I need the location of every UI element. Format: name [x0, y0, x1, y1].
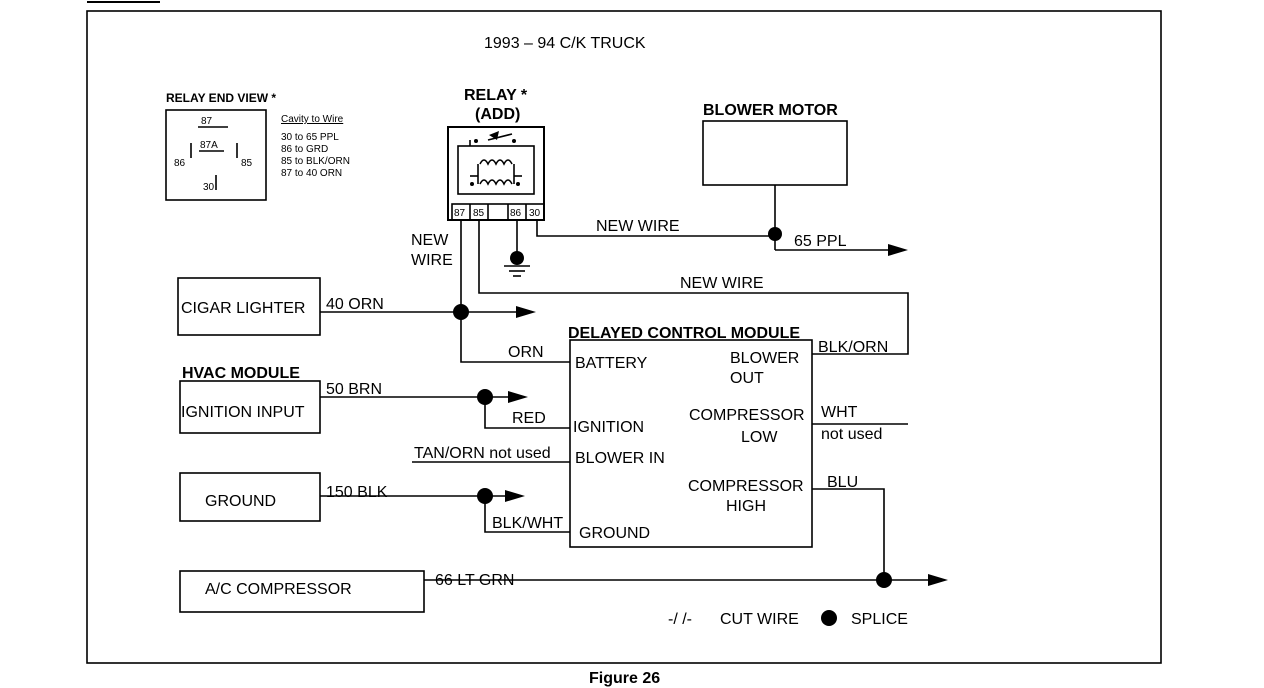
ppl-65-arrow	[888, 244, 908, 256]
ground-box	[179, 472, 321, 522]
cavity-legend-line-1: 30 to 65 PPL	[281, 132, 339, 143]
relay-terminal-strip	[451, 203, 545, 221]
ground-box-label: GROUND	[205, 493, 276, 510]
not-used-label: not used	[821, 426, 882, 443]
grn-66-label: 66 LT GRN	[435, 572, 514, 589]
dcm-blower-in-label: BLOWER IN	[575, 450, 665, 467]
relay-end-view-box	[165, 109, 267, 201]
dcm-blower-out-label-1: BLOWER	[730, 350, 799, 367]
cut-wire-label: CUT WIRE	[720, 611, 799, 628]
new-wire-85-to-blower-out	[478, 220, 909, 355]
pin-85-label: 85	[241, 158, 253, 169]
new-wire-top-label: NEW WIRE	[596, 218, 680, 235]
orn-40-label: 40 ORN	[326, 296, 384, 313]
pin-87a-label: 87A	[200, 140, 218, 151]
dcm-comp-high-label-2: HIGH	[726, 498, 766, 515]
dcm-comp-low-label-1: COMPRESSOR	[689, 407, 805, 424]
new-wire-30-to-blower	[536, 220, 775, 237]
pin-87-label: 87	[201, 116, 213, 127]
diagram-title: 1993 – 94 C/K TRUCK	[484, 35, 646, 52]
wht-label: WHT	[821, 404, 858, 421]
ac-compressor-box	[179, 570, 425, 613]
relay-heading: RELAY *	[464, 87, 528, 104]
relay-terminal-87: 87	[454, 208, 466, 219]
dcm-ground-label: GROUND	[579, 525, 650, 542]
blu-wire	[812, 488, 885, 580]
orn-40-splice	[453, 304, 469, 320]
cavity-legend-line-2: 86 to GRD	[281, 144, 328, 155]
blk-wht-label: BLK/WHT	[492, 515, 563, 532]
blk-150-arrow	[505, 490, 525, 502]
figure-caption: Figure 26	[589, 670, 660, 687]
ground-symbol	[504, 265, 530, 277]
blk-orn-label: BLK/ORN	[818, 339, 888, 356]
dcm-comp-high-label-1: COMPRESSOR	[688, 478, 804, 495]
hvac-module-heading: HVAC MODULE	[182, 365, 300, 382]
blower-splice	[768, 227, 782, 241]
relay-terminal-85: 85	[473, 208, 485, 219]
red-label: RED	[512, 410, 546, 427]
blower-motor-box	[702, 120, 848, 186]
relay-schematic	[457, 131, 535, 195]
relay-ground-splice	[510, 251, 524, 265]
cigar-lighter-label: CIGAR LIGHTER	[181, 300, 305, 317]
new-wire-87-to-battery	[460, 220, 570, 363]
relay-terminal-30: 30	[529, 208, 541, 219]
blu-label: BLU	[827, 474, 858, 491]
orn-label: ORN	[508, 344, 544, 361]
blk-150-label: 150 BLK	[326, 484, 388, 501]
diagram-frame	[86, 10, 1162, 664]
ppl-65-label: 65 PPL	[794, 233, 847, 250]
brn-50-label: 50 BRN	[326, 381, 382, 398]
grn-66-arrow	[928, 574, 948, 586]
new-wire-vert-label-2: WIRE	[411, 252, 453, 269]
pin-86-label: 86	[174, 158, 186, 169]
cavity-legend-line-3: 85 to BLK/ORN	[281, 156, 350, 167]
hvac-module-box	[179, 380, 321, 434]
hvac-ignition-input-label: IGNITION INPUT	[181, 404, 305, 421]
dcm-box	[569, 339, 813, 548]
relay-end-view-heading: RELAY END VIEW *	[166, 91, 276, 105]
dcm-ignition-label: IGNITION	[573, 419, 644, 436]
new-wire-mid-label: NEW WIRE	[680, 275, 764, 292]
blower-motor-heading: BLOWER MOTOR	[703, 102, 838, 119]
relay-add-heading: (ADD)	[475, 106, 520, 123]
dcm-battery-label: BATTERY	[575, 355, 648, 372]
red-wire	[484, 397, 570, 429]
splice-legend-dot	[821, 610, 837, 626]
grn-66-splice	[876, 572, 892, 588]
new-wire-vert-label-1: NEW	[411, 232, 449, 249]
cavity-legend-title: Cavity to Wire	[281, 114, 344, 125]
cigar-lighter-box	[177, 277, 321, 336]
relay-box	[447, 126, 545, 221]
cavity-legend-line-4: 87 to 40 ORN	[281, 168, 342, 179]
relay-terminal-86: 86	[510, 208, 522, 219]
pin-30-label: 30	[203, 182, 215, 193]
splice-legend-label: SPLICE	[851, 611, 908, 628]
brn-50-arrow	[508, 391, 528, 403]
tan-orn-label: TAN/ORN not used	[414, 445, 551, 462]
dcm-heading: DELAYED CONTROL MODULE	[568, 325, 800, 342]
blk-wht-wire	[484, 496, 570, 533]
cut-wire-symbol: -/ /-	[668, 611, 692, 628]
ac-compressor-label: A/C COMPRESSOR	[205, 581, 352, 598]
dcm-blower-out-label-2: OUT	[730, 370, 764, 387]
dcm-comp-low-label-2: LOW	[741, 429, 778, 446]
orn-40-arrow	[516, 306, 536, 318]
